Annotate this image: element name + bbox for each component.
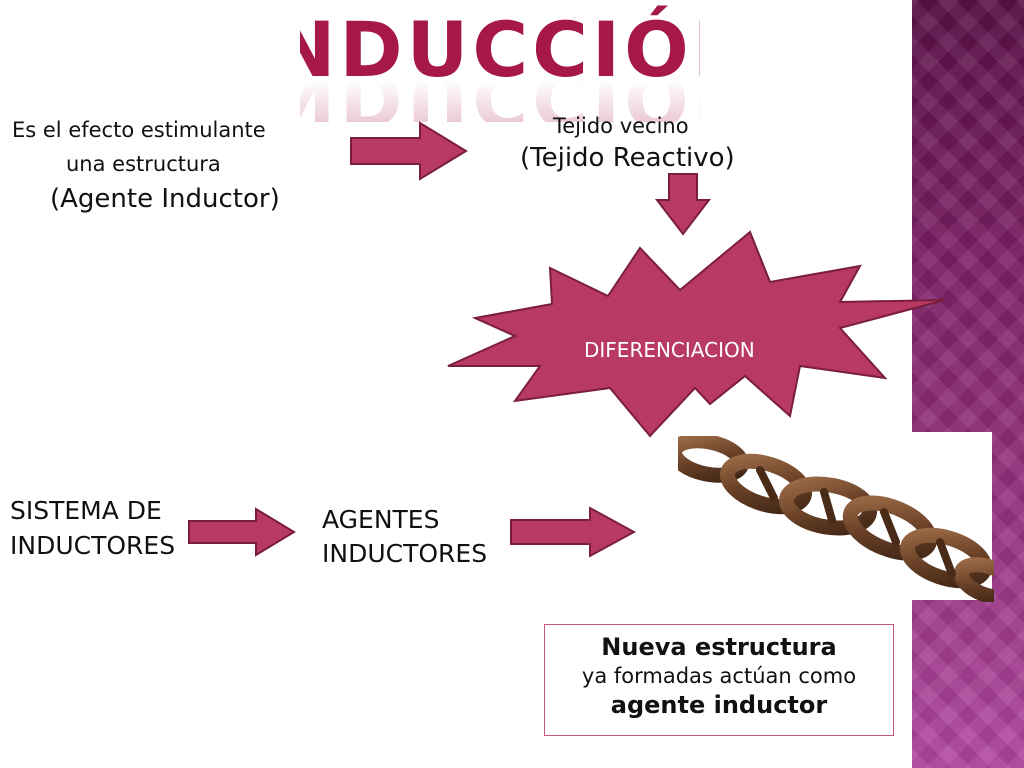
diferenciacion-label: DIFERENCIACION — [584, 338, 755, 362]
definition-line-2: una estructura — [66, 152, 221, 176]
title-reflection-text: INDUCCIÓN — [300, 66, 700, 122]
title-reflection: INDUCCIÓN — [300, 66, 700, 122]
agente-inductor-label: (Agente Inductor) — [50, 184, 280, 214]
tejido-vecino-label: Tejido vecino — [553, 114, 689, 138]
tejido-reactivo-label: (Tejido Reactivo) — [520, 143, 735, 173]
agente-inductor-result-label: agente inductor — [610, 691, 828, 719]
right-arrow-icon — [188, 507, 296, 557]
title-text: INDUCCIÓN — [300, 4, 700, 84]
sidebar-decoration — [912, 0, 1024, 768]
sistema-de-label: SISTEMA DE — [10, 496, 162, 525]
result-box: Nueva estructura ya formadas actúan como… — [544, 624, 894, 736]
inductores-label: INDUCTORES — [10, 531, 176, 560]
agentes-label: AGENTES — [322, 505, 440, 534]
down-arrow-icon — [654, 173, 712, 236]
chain-image — [678, 436, 994, 602]
right-arrow-icon — [350, 121, 468, 181]
starburst-shape — [447, 230, 946, 438]
agentes-inductores-label: INDUCTORES — [322, 539, 488, 568]
page-title: INDUCCIÓN — [300, 4, 700, 84]
right-arrow-icon — [510, 506, 637, 558]
definition-line-1: Es el efecto estimulante — [12, 118, 266, 142]
nueva-estructura-label: Nueva estructura — [601, 633, 837, 661]
actuan-como-label: ya formadas actúan como — [581, 664, 857, 688]
